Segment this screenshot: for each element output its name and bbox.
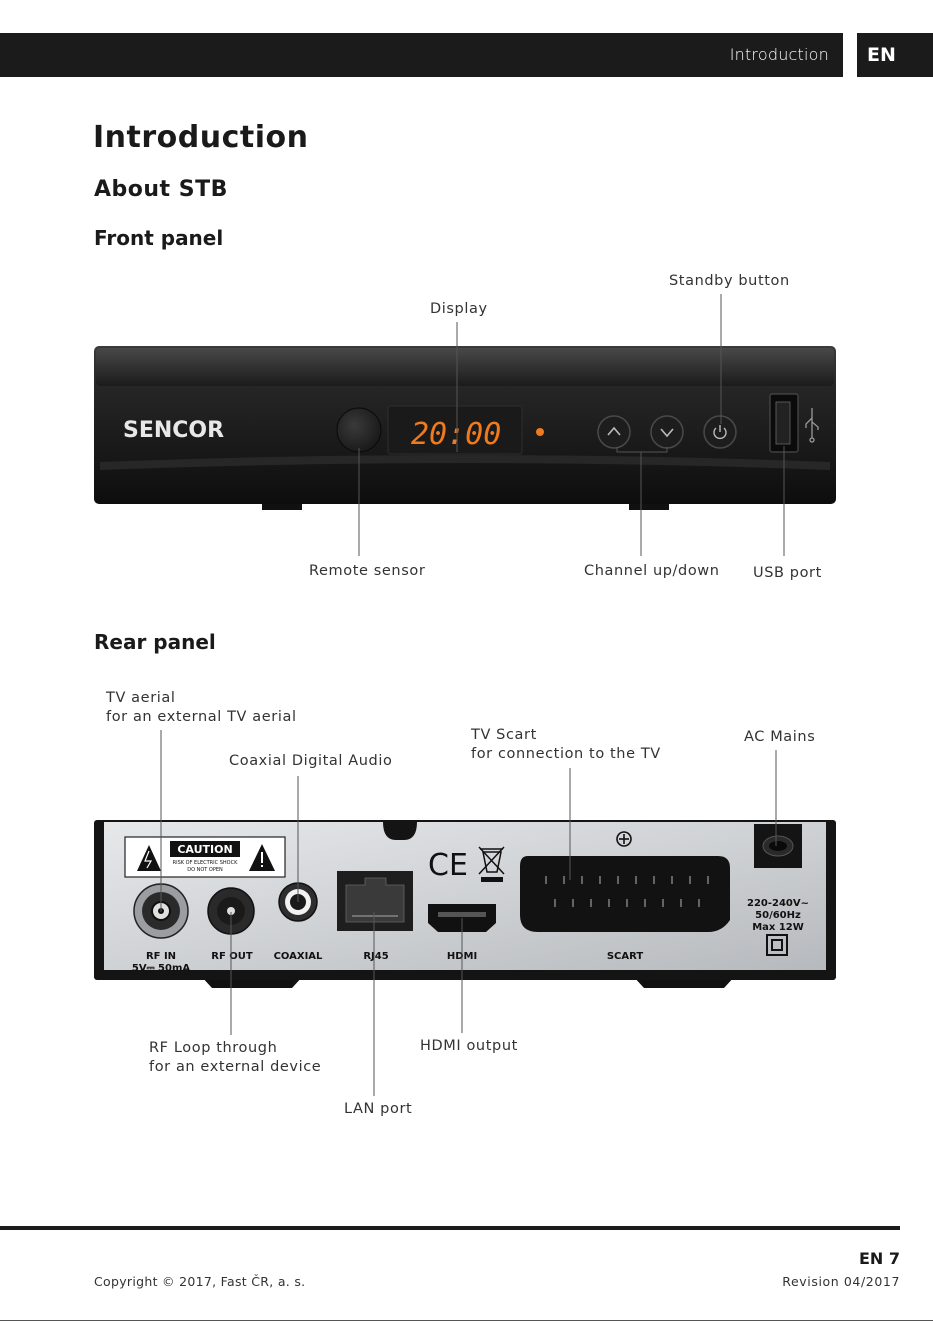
label-rf-out: RF OUT [211,951,253,962]
header-section-title: Introduction [729,45,829,64]
display-time: 20:00 [411,417,501,452]
chevron-down-icon [660,428,674,438]
caution-text: CAUTION [177,843,232,856]
label-scart: SCART [607,951,644,962]
callout-display: Display [430,301,488,317]
callout-tv-aerial: TV aerial [106,690,176,706]
label-rf-in-power: 5V⎓ 50mA [132,963,190,974]
remote-sensor [336,407,382,453]
rear-panel-heading: Rear panel [94,630,216,654]
callout-standby-button: Standby button [669,273,790,289]
callout-channel-updown: Channel up/down [584,563,720,579]
callout-rf-loop: RF Loop through [149,1040,278,1056]
header-bar [0,33,843,77]
callout-remote-sensor: Remote sensor [309,563,426,579]
callout-usb-port: USB port [753,565,822,581]
revision-text: Revision 04/2017 [782,1274,900,1289]
lightning-warning-icon [137,845,161,871]
rear-panel-figure: CAUTION RISK OF ELECTRIC SHOCK DO NOT OP… [94,820,836,988]
copyright-text: Copyright © 2017, Fast ČR, a. s. [94,1274,306,1289]
label-coaxial: COAXIAL [274,951,323,962]
caution-subtext-1: RISK OF ELECTRIC SHOCK [173,860,238,866]
label-rf-in: RF IN [146,951,176,962]
caution-subtext-2: DO NOT OPEN [187,867,223,873]
callout-tv-scart: TV Scart [471,727,537,743]
status-led [536,428,544,436]
brand-logo: SENCOR [123,418,224,443]
channel-down-button[interactable] [650,415,684,449]
front-foot-left [262,500,302,510]
rear-callout-lines [160,730,777,1096]
callout-rf-loop-sub: for an external device [149,1059,322,1075]
front-callout-lines [358,294,785,556]
chevron-up-icon [607,426,621,436]
section-title: About STB [94,177,228,202]
power-icon [713,425,727,440]
language-tab: EN [857,33,933,77]
front-foot-right [629,500,669,510]
power-spec-voltage: 220-240V~ [747,898,809,909]
footer-rule [0,1226,900,1230]
double-insulation-icon [766,934,788,956]
front-display [387,405,523,455]
callout-tv-scart-sub: for connection to the TV [471,746,661,762]
usb-icon [805,408,819,443]
weee-bin-icon [478,846,505,875]
front-panel-heading: Front panel [94,226,224,250]
scart-connector[interactable] [520,856,730,932]
bottom-rule [0,1320,933,1321]
callout-lan-port: LAN port [344,1101,413,1117]
channel-up-button[interactable] [597,415,631,449]
ce-mark: CE [428,848,468,883]
page-title: Introduction [93,120,309,155]
page-number: EN 7 [858,1249,900,1268]
callout-hdmi-output: HDMI output [420,1038,518,1054]
power-spec-wattage: Max 12W [752,922,804,933]
power-spec-frequency: 50/60Hz [755,910,801,921]
callout-coaxial-audio: Coaxial Digital Audio [229,753,393,769]
ground-screw-icon [616,831,632,847]
callout-tv-aerial-sub: for an external TV aerial [106,709,297,725]
callout-ac-mains: AC Mains [744,729,816,745]
label-rj45: RJ45 [363,951,388,962]
front-panel-figure: SENCOR 20:00 [94,346,836,510]
